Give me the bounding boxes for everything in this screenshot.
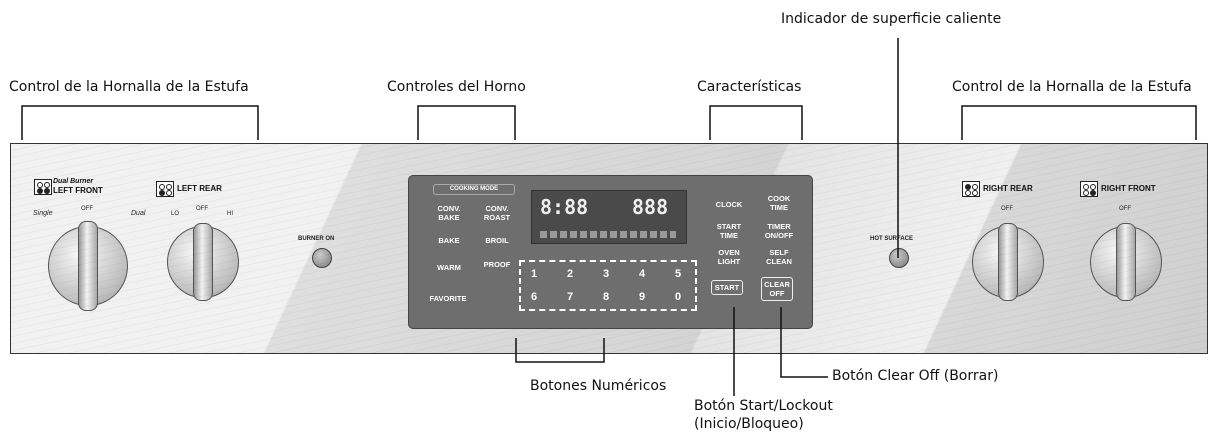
display-temp: 888 bbox=[632, 195, 669, 219]
callout-start-lockout-2: (Inicio/Bloqueo) bbox=[694, 416, 804, 432]
num-2-button[interactable]: 2 bbox=[567, 268, 574, 280]
callout-number-buttons: Botones Numéricos bbox=[530, 378, 667, 394]
hot-surface-label: HOT SURFACE bbox=[870, 236, 914, 242]
off-tick: OFF bbox=[1119, 206, 1131, 212]
num-1-button[interactable]: 1 bbox=[531, 268, 538, 280]
off-tick: OFF bbox=[1001, 206, 1013, 212]
conv-bake-button[interactable]: CONV. BAKE bbox=[437, 204, 461, 222]
burner-icon bbox=[156, 181, 174, 197]
off-tick: OFF bbox=[81, 206, 93, 212]
bracket-burner-left bbox=[21, 105, 259, 140]
proof-button[interactable]: PROOF bbox=[483, 260, 511, 269]
oven-control-pad: COOKING MODE CONV. BAKE CONV. ROAST BAKE… bbox=[408, 175, 813, 329]
dual-label: Dual bbox=[131, 210, 146, 217]
num-7-button[interactable]: 7 bbox=[567, 291, 574, 303]
dual-burner-icon bbox=[34, 179, 52, 195]
start-time-button[interactable]: START TIME bbox=[716, 222, 742, 240]
bracket-features bbox=[709, 105, 803, 140]
timer-button[interactable]: TIMER ON/OFF bbox=[764, 222, 794, 240]
left-rear-label: LEFT REAR bbox=[177, 184, 222, 193]
left-rear-knob[interactable] bbox=[167, 223, 239, 301]
right-front-knob[interactable] bbox=[1090, 223, 1162, 301]
burner-on-indicator bbox=[312, 248, 332, 268]
callout-hot-surface: Indicador de superficie caliente bbox=[781, 11, 1002, 27]
bake-button[interactable]: BAKE bbox=[438, 236, 460, 245]
cooking-mode-label: COOKING MODE bbox=[433, 184, 515, 195]
hi-tick: HI bbox=[227, 211, 233, 217]
start-button[interactable]: START bbox=[711, 280, 743, 295]
oven-display: 8:88 888 bbox=[531, 190, 687, 244]
right-rear-knob[interactable] bbox=[972, 223, 1044, 301]
burner-icon bbox=[1080, 181, 1098, 197]
hot-surface-indicator bbox=[889, 248, 909, 268]
num-8-button[interactable]: 8 bbox=[603, 291, 610, 303]
num-0-button[interactable]: 0 bbox=[675, 291, 682, 303]
single-label: Single bbox=[33, 210, 53, 217]
clear-off-button[interactable]: CLEAR OFF bbox=[761, 277, 793, 301]
num-9-button[interactable]: 9 bbox=[639, 291, 646, 303]
num-4-button[interactable]: 4 bbox=[639, 268, 646, 280]
num-6-button[interactable]: 6 bbox=[531, 291, 538, 303]
callout-start-lockout: Botón Start/Lockout bbox=[694, 398, 833, 414]
bracket-burner-right bbox=[961, 105, 1197, 140]
clock-button[interactable]: CLOCK bbox=[715, 200, 743, 209]
burner-icon bbox=[962, 181, 980, 197]
bracket-oven-controls bbox=[417, 105, 516, 140]
left-front-small: Dual Burner bbox=[53, 178, 94, 185]
number-pad: 1 2 3 4 5 6 7 8 9 0 bbox=[519, 260, 697, 311]
leader-clear-off bbox=[780, 307, 828, 378]
favorite-button[interactable]: FAVORITE bbox=[429, 294, 467, 303]
display-time: 8:88 bbox=[540, 195, 589, 219]
conv-roast-button[interactable]: CONV. ROAST bbox=[483, 204, 511, 222]
bracket-number-buttons bbox=[515, 338, 605, 363]
oven-light-button[interactable]: OVEN LIGHT bbox=[717, 248, 741, 266]
display-indicators bbox=[540, 231, 676, 238]
off-tick: OFF bbox=[196, 206, 208, 212]
burner-on-label: BURNER ON bbox=[298, 236, 335, 242]
warm-button[interactable]: WARM bbox=[437, 263, 461, 272]
right-rear-label: RIGHT REAR bbox=[983, 184, 1033, 193]
lo-tick: LO bbox=[171, 211, 180, 217]
left-front-knob[interactable] bbox=[48, 221, 128, 311]
self-clean-button[interactable]: SELF CLEAN bbox=[766, 248, 792, 266]
callout-oven-controls: Controles del Horno bbox=[387, 79, 526, 95]
cook-time-button[interactable]: COOK TIME bbox=[767, 194, 791, 212]
right-front-label: RIGHT FRONT bbox=[1101, 184, 1156, 193]
left-front-label: LEFT FRONT bbox=[53, 186, 103, 195]
num-5-button[interactable]: 5 bbox=[675, 268, 682, 280]
callout-burner-right: Control de la Hornalla de la Estufa bbox=[952, 79, 1192, 95]
num-3-button[interactable]: 3 bbox=[603, 268, 610, 280]
callout-burner-left: Control de la Hornalla de la Estufa bbox=[9, 79, 249, 95]
broil-button[interactable]: BROIL bbox=[485, 236, 509, 245]
callout-clear-off: Botón Clear Off (Borrar) bbox=[832, 368, 999, 384]
callout-features: Características bbox=[697, 79, 802, 95]
